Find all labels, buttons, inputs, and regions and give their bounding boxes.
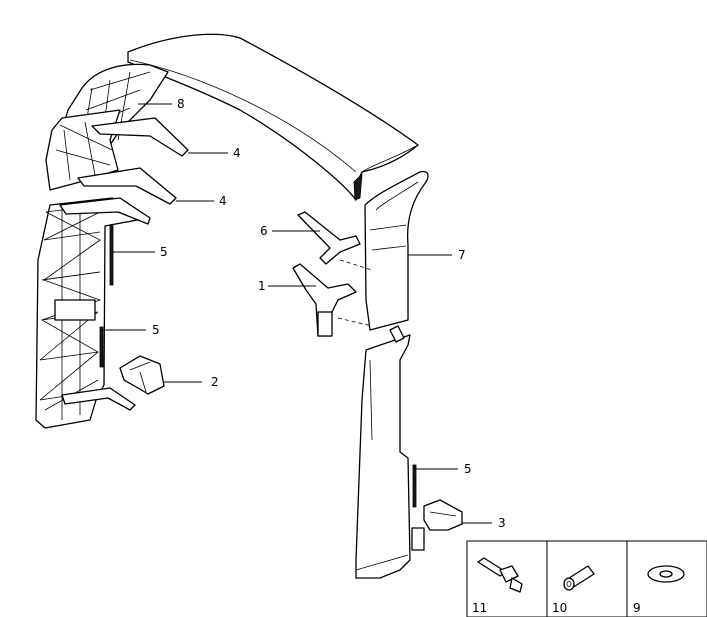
callout-1: 1 bbox=[258, 279, 266, 293]
bracket-6 bbox=[297, 211, 361, 265]
pin-stud-icon bbox=[477, 557, 523, 593]
bracket-3 bbox=[411, 499, 463, 551]
callout-5-upper: 5 bbox=[160, 245, 168, 259]
callout-7: 7 bbox=[458, 248, 466, 262]
rear-pillar bbox=[355, 325, 411, 579]
callout-6: 6 bbox=[260, 224, 268, 238]
bracket-2 bbox=[119, 355, 165, 395]
bracket-1 bbox=[292, 263, 357, 337]
lattice-frame-middle bbox=[45, 109, 189, 205]
callout-5-middle: 5 bbox=[152, 323, 160, 337]
left-lattice-panel bbox=[35, 197, 151, 429]
side-panel-7 bbox=[364, 170, 429, 331]
washer-icon bbox=[647, 565, 685, 583]
sealing-strip-5c bbox=[412, 464, 417, 508]
callout-5-lower: 5 bbox=[464, 462, 472, 476]
callout-8: 8 bbox=[177, 97, 185, 111]
callout-2: 2 bbox=[211, 375, 219, 389]
callout-4-upper: 4 bbox=[233, 146, 241, 160]
sealing-strip-5b bbox=[99, 326, 104, 368]
small-part-number-10: 10 bbox=[552, 601, 567, 615]
sealing-strip-5a bbox=[109, 224, 114, 286]
small-parts-box: 11 10 9 bbox=[466, 540, 707, 617]
callout-4-lower: 4 bbox=[219, 194, 227, 208]
small-part-number-11: 11 bbox=[472, 601, 487, 615]
assembly-guide-lines bbox=[337, 259, 373, 327]
rear-spoiler-wing bbox=[127, 33, 419, 201]
leader-lines bbox=[103, 103, 492, 524]
small-part-number-9: 9 bbox=[633, 601, 641, 615]
spacer-sleeve-icon bbox=[563, 565, 595, 591]
callout-3: 3 bbox=[498, 516, 506, 530]
